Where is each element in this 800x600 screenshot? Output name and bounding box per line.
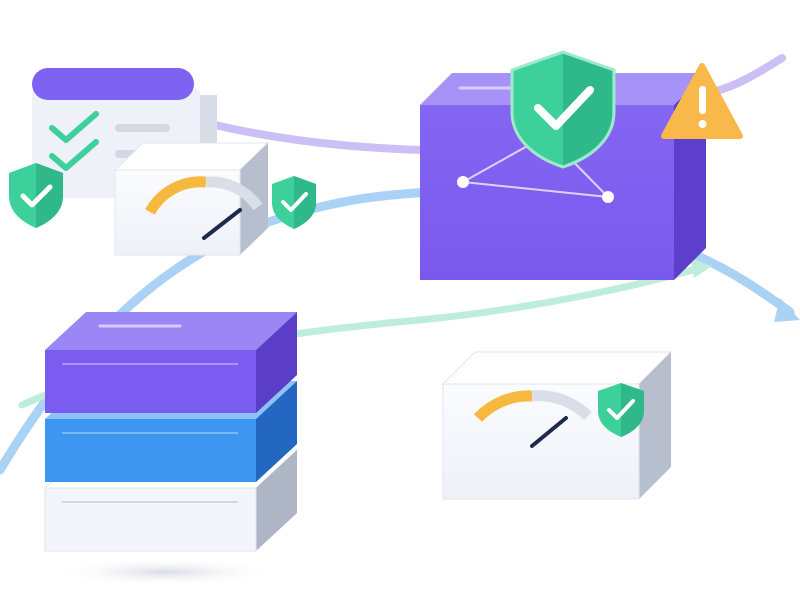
- check-icon: [49, 139, 99, 171]
- shield-check-icon: [510, 50, 616, 169]
- gauge-box-small: [113, 142, 270, 256]
- shield-check-icon: [272, 176, 316, 229]
- stack-layer-purple: [45, 312, 297, 413]
- shield-check-icon: [9, 163, 63, 228]
- stack-shadow: [50, 558, 280, 586]
- flow-arrowhead-mint: [690, 258, 712, 278]
- shield-check-icon: [598, 383, 644, 437]
- gauge-icon: [145, 176, 263, 240]
- flow-line-purple: [211, 121, 429, 154]
- check-icon: [49, 111, 99, 143]
- flow-arrowhead-blue: [774, 298, 800, 322]
- gauge-icon: [473, 390, 592, 448]
- warning-triangle-icon: [661, 63, 743, 139]
- flow-line-blue-exit: [690, 250, 795, 317]
